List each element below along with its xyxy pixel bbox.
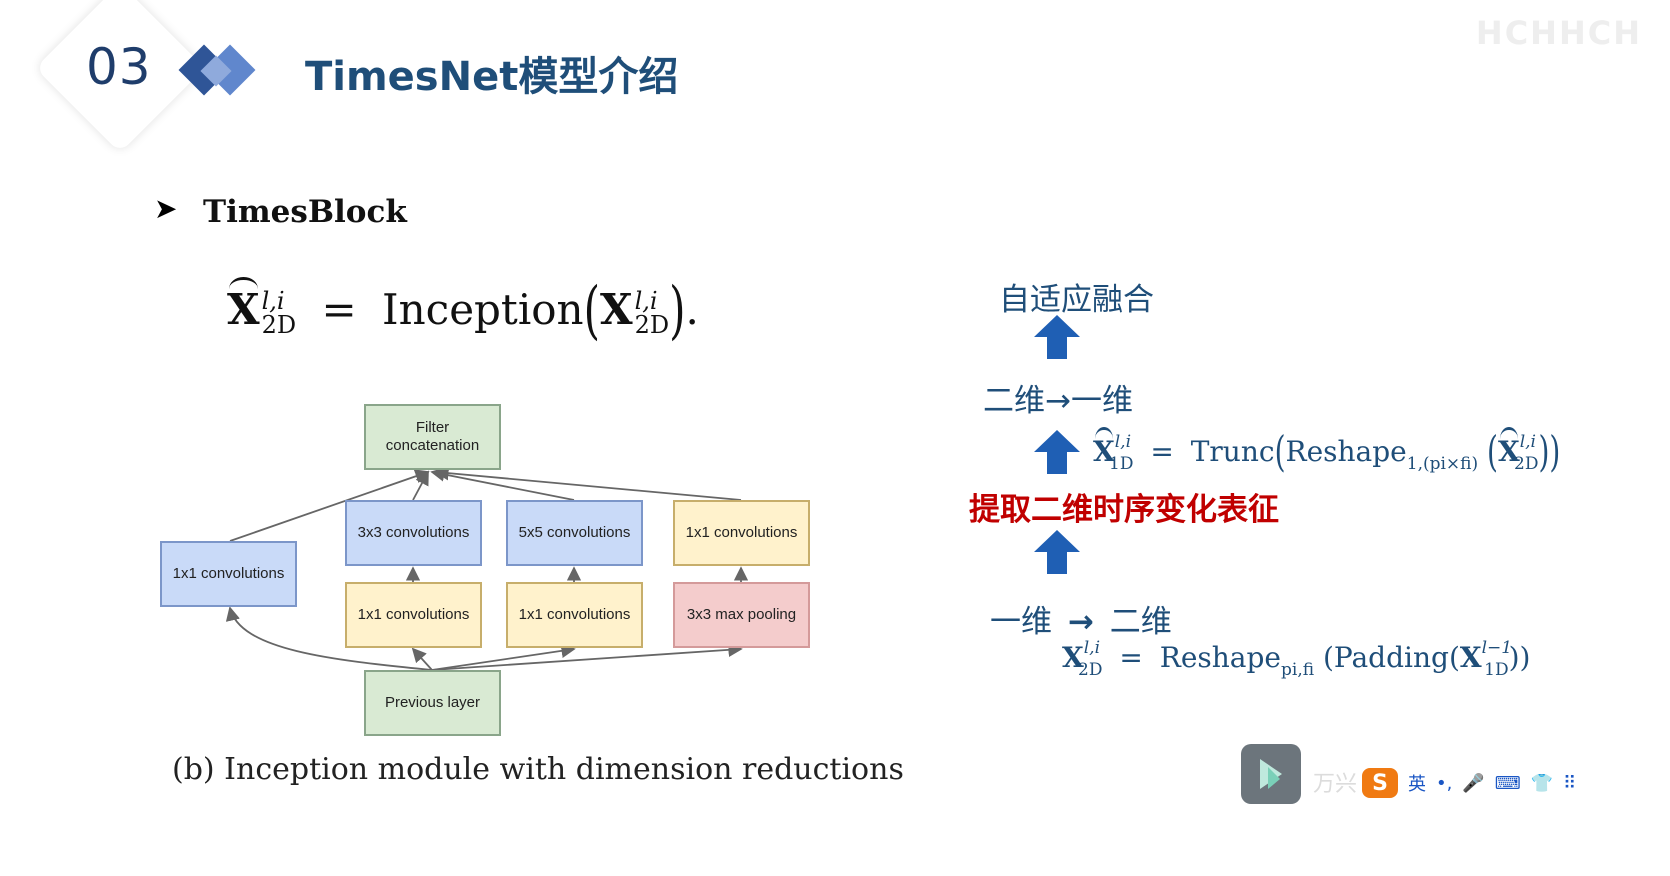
conv-3x3-node: 3x3 convolutions: [345, 500, 482, 566]
edge-3x3-to-concat: [412, 470, 429, 501]
right-arrow-icon: →: [1067, 604, 1094, 640]
conv-1x1-reduce5-node: 1x1 convolutions: [506, 582, 643, 648]
adaptive-fusion-label: 自适应融合: [999, 282, 1154, 318]
ime-punctuation-toggle[interactable]: •,: [1436, 772, 1453, 794]
edge-prev-to-pool: [431, 642, 743, 671]
diagram-caption: (b) Inception module with dimension redu…: [172, 752, 904, 787]
eq-lhs-sub: 2D: [261, 311, 297, 339]
filter-concatenation-node: Filter concatenation: [364, 404, 501, 470]
shirt-icon[interactable]: 👕: [1530, 772, 1554, 794]
eq-equals: =: [321, 285, 357, 334]
extract-2d-variation-label: 提取二维时序变化表征: [969, 492, 1279, 528]
max-pooling-node: 3x3 max pooling: [673, 582, 810, 648]
page-title: TimesNet模型介绍: [305, 54, 679, 100]
edge-1x1-to-concat: [229, 469, 430, 542]
ime-language-toggle[interactable]: 英: [1408, 774, 1426, 795]
grid-icon[interactable]: ⠿: [1563, 772, 1577, 794]
editor-app-icon[interactable]: [1241, 744, 1301, 804]
bullet-heading: TimesBlock: [203, 194, 407, 230]
conv-1x1-after-pool-node: 1x1 convolutions: [673, 500, 810, 566]
edge-5x5-to-concat: [430, 467, 575, 501]
microphone-icon[interactable]: 🎤: [1462, 772, 1485, 794]
edge-prev-to-reduce5: [431, 643, 576, 671]
previous-layer-node: Previous layer: [364, 670, 501, 736]
eq-arg-sub: 2D: [634, 311, 670, 339]
up-arrow-icon: [1034, 430, 1080, 474]
eq-lhs-symbol: X: [227, 277, 260, 334]
background-watermark-text: 万兴: [1313, 772, 1358, 797]
eq-lhs-sup: l,i: [261, 287, 285, 315]
edge-pool-to-concat: [434, 465, 742, 501]
up-arrow-icon: [1034, 315, 1080, 359]
section-number: 03: [86, 38, 152, 96]
edge-prev-to-1x1: [225, 606, 433, 671]
arrowhead-bullet-icon: ➤: [154, 192, 178, 225]
eq-operator: Inception: [382, 285, 584, 334]
trunc-equation: Xl,i1D = Trunc(Reshape1,(pi×fi) (Xl,i2D)…: [1093, 426, 1561, 477]
diamond-play-icon: [1260, 759, 1282, 789]
edge-prev-to-reduce3: [411, 647, 433, 671]
eq-arg-symbol: X: [599, 285, 633, 334]
conv-1x1-reduce3-node: 1x1 convolutions: [345, 582, 482, 648]
two-to-one-dim-label: 二维→一维: [983, 383, 1133, 419]
eq-arg-sup: l,i: [634, 287, 658, 315]
sogou-logo-icon[interactable]: S: [1362, 768, 1398, 798]
keyboard-icon[interactable]: ⌨: [1494, 772, 1521, 794]
one-to-two-dim-label: 一维 → 二维: [990, 604, 1172, 640]
up-arrow-icon: [1034, 530, 1080, 574]
conv-5x5-node: 5x5 convolutions: [506, 500, 643, 566]
ime-toolbar[interactable]: S 英 •, 🎤 ⌨ 👕 ⠿: [1362, 766, 1670, 800]
video-watermark: HCHHCH: [1475, 14, 1642, 52]
reshape-padding-equation: Xl,i2D = Reshapepi,fi (Padding(Xl−11D)): [1062, 638, 1531, 680]
conv-1x1-branch-node: 1x1 convolutions: [160, 541, 297, 607]
eq-end: .: [685, 285, 699, 334]
